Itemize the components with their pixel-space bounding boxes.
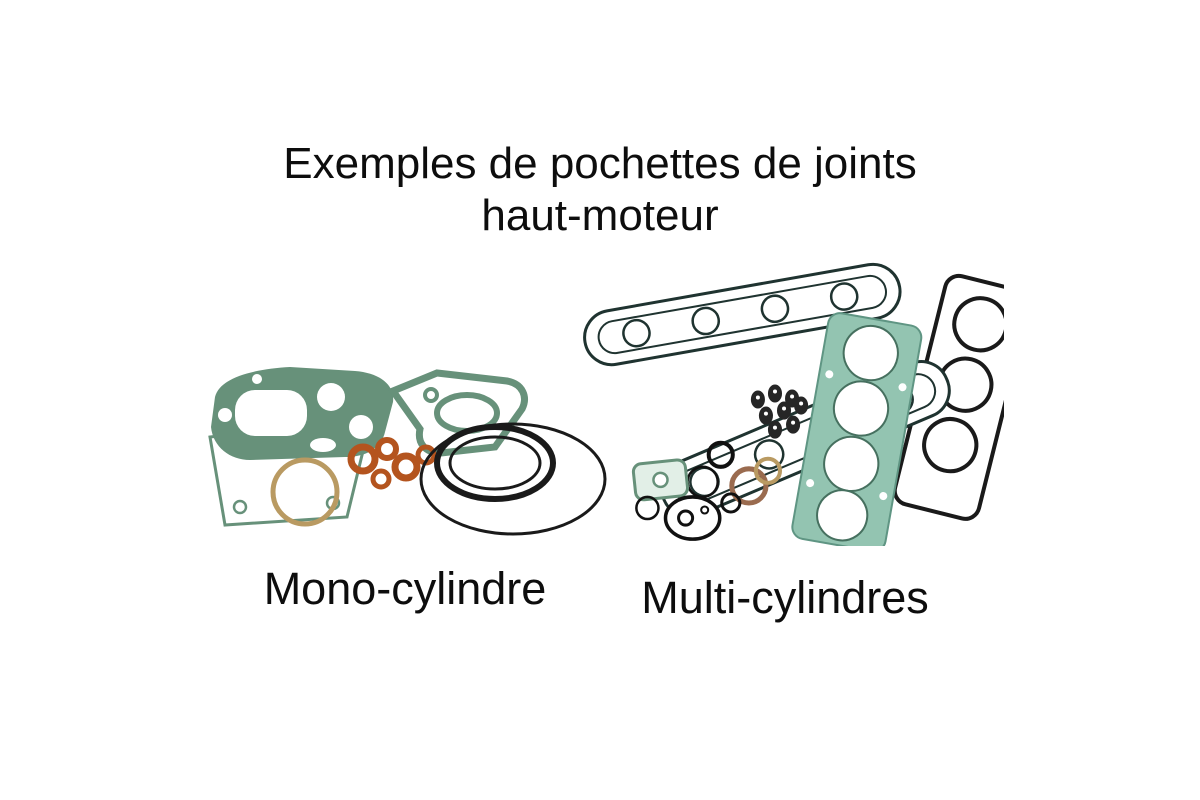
mono-cylinder-gasket-kit-image — [208, 367, 607, 536]
multi-cylinder-gasket-kit-photo — [552, 248, 1004, 546]
caption-mono-cylindre: Mono-cylindre — [263, 563, 547, 614]
page-title-line2: haut-moteur — [481, 190, 719, 240]
mono-cylinder-gasket-kit-photo — [195, 356, 615, 568]
caption-multi-cylindres: Multi-cylindres — [641, 572, 929, 623]
page-title-line1: Exemples de pochettes de joints — [283, 139, 917, 188]
page-title: Exemples de pochettes de joints haut-mot… — [0, 138, 1200, 242]
multi-cylinder-gasket-kit-image — [583, 262, 1004, 546]
